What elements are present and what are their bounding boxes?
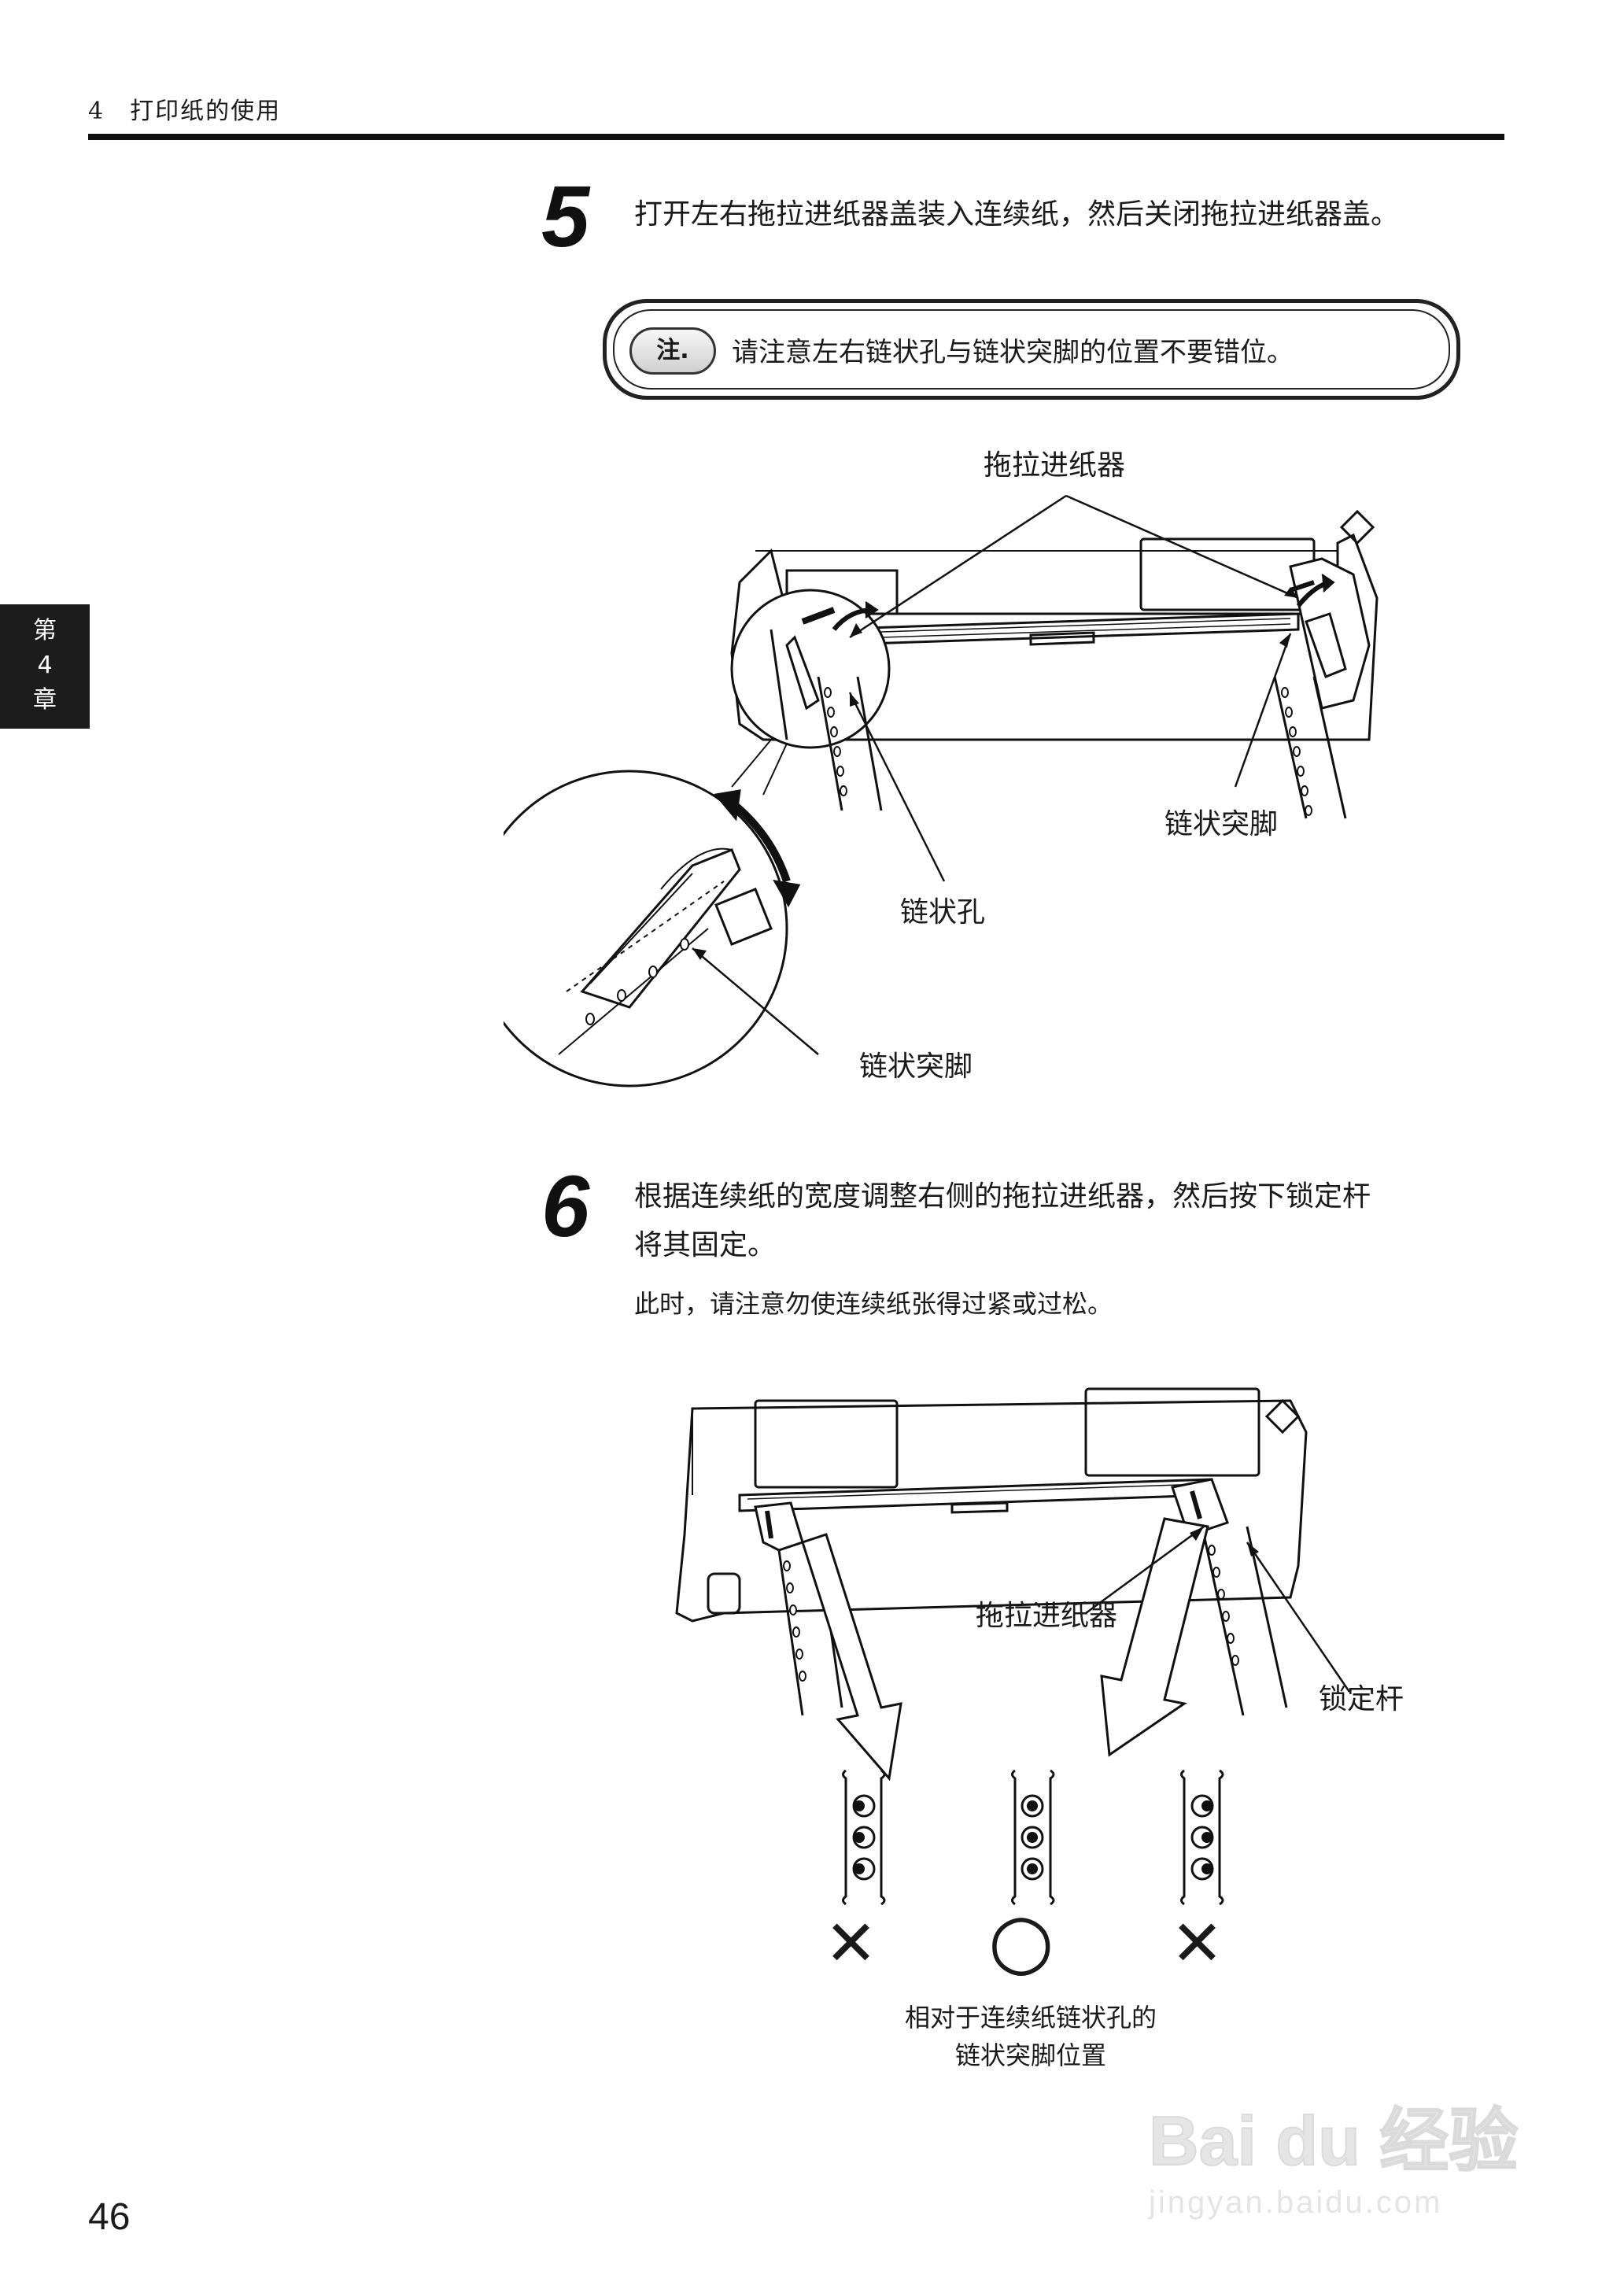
mark-incorrect-right: ✕ (1171, 1907, 1224, 1980)
caption-line2: 链状突脚位置 (954, 2040, 1106, 2070)
label-hole: 链状孔 (900, 896, 986, 929)
note-text: 请注意左右链状孔与链状突脚的位置不要错位。 (732, 337, 1294, 368)
watermark-url: jingyan.baidu.com (1149, 2185, 1443, 2220)
step-5-text: 打开左右拖拉进纸器盖装入连续纸，然后关闭拖拉进纸器盖。 (634, 198, 1400, 231)
header-rule (88, 134, 1504, 140)
step-5-number: 5 (541, 168, 590, 265)
baidu-watermark: Bai du 经验 jingyan.baidu.com (1148, 2085, 1558, 2235)
step-6-text-line2: 将其固定。 (634, 1229, 777, 1261)
running-header: 4 打印纸的使用 (88, 98, 282, 125)
chapter-tab-number: 4 (37, 652, 53, 679)
caption-line1: 相对于连续纸链状孔的 (904, 2003, 1157, 2033)
note-icon: 注. (629, 327, 716, 375)
mark-correct-center: ○ (988, 1896, 1054, 1985)
figure-tractor-loading (504, 494, 1379, 1087)
label-tractor-top: 拖拉进纸器 (984, 449, 1126, 482)
figure-caption: 相对于连续纸链状孔的 链状突脚位置 (787, 1999, 1275, 2074)
chapter-tab: 第 4 章 (0, 604, 90, 729)
step-6-subtext: 此时，请注意勿使连续纸张得过紧或过松。 (634, 1289, 1113, 1319)
mark-incorrect-left: ✕ (825, 1907, 878, 1980)
step-6-number: 6 (541, 1158, 590, 1255)
chapter-tab-line3: 章 (33, 686, 57, 714)
label-pin-right: 链状突脚 (1164, 808, 1279, 840)
chapter-tab-line1: 第 (33, 617, 57, 644)
label-tractor-fig2: 拖拉进纸器 (976, 1600, 1118, 1632)
label-pin-zoom: 链状突脚 (859, 1050, 973, 1083)
page-number: 46 (88, 2196, 131, 2238)
label-lock-lever: 锁定杆 (1319, 1683, 1404, 1715)
figure-tractor-adjust (675, 1387, 1351, 1906)
note-box (603, 299, 1460, 400)
step-6-text-line1: 根据连续纸的宽度调整右侧的拖拉进纸器，然后按下锁定杆 (634, 1180, 1371, 1213)
watermark-brand: Bai du 经验 (1148, 2101, 1519, 2180)
